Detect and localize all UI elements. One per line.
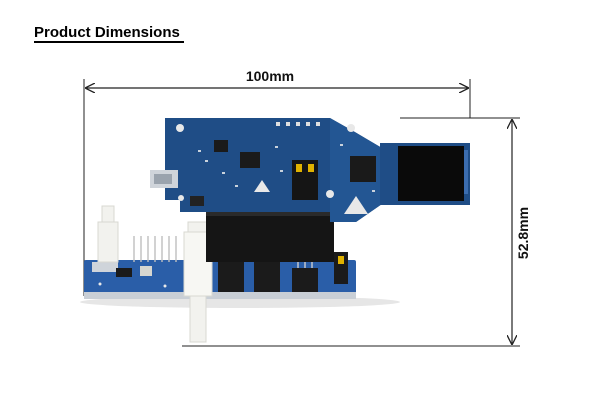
height-dimension-line <box>182 117 520 347</box>
mount-hole <box>347 124 355 132</box>
mount-hole <box>326 190 334 198</box>
lcd-screen <box>398 146 464 201</box>
top-board-components <box>150 122 376 214</box>
usb-port-lower <box>92 262 118 272</box>
width-dimension-line <box>83 79 471 296</box>
chip <box>350 156 376 182</box>
mount-hole <box>178 195 184 201</box>
main-header-connector <box>206 206 334 262</box>
width-dimension-label: 100mm <box>245 68 295 84</box>
warning-triangle <box>344 196 368 214</box>
small-header <box>292 160 318 200</box>
standoff-left <box>97 205 119 263</box>
base-pin-headers <box>133 236 177 262</box>
mount-hole <box>176 124 184 132</box>
page-title: Product Dimensions <box>34 24 184 43</box>
